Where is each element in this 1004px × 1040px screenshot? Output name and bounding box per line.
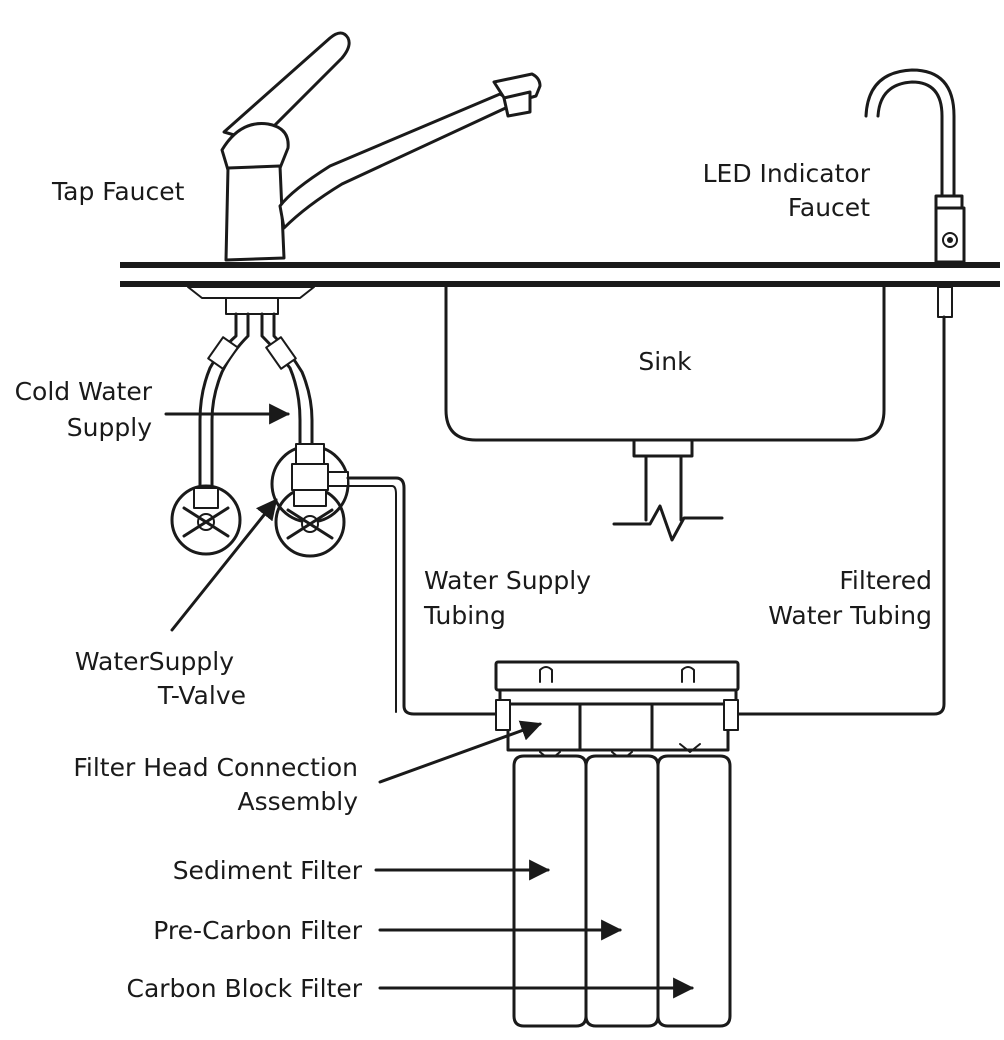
water-supply-tubing [346,476,498,716]
tap-faucet [187,31,542,315]
led-faucet-label-line1: LED Indicator [703,159,871,188]
t-valve [270,443,350,558]
countertop [120,262,1000,287]
cold-water-label-line1: Cold Water [15,377,153,406]
filter-head-assembly [494,660,740,752]
carbon-block-filter-housing [656,743,732,1028]
sink-basin [444,285,886,542]
sediment-filter-housing [512,751,588,1028]
filter-head-arrow [378,720,542,784]
water-supply-tubing-label-line2: Tubing [423,601,506,630]
tap-faucet-label: Tap Faucet [51,177,185,206]
filter-head-label-line1: Filter Head Connection [73,753,358,782]
cold-shutoff-valve [170,484,242,556]
sink-label: Sink [638,347,692,376]
filter-head-label-line2: Assembly [238,787,359,816]
filtered-tubing-label-line2: Water Tubing [768,601,932,630]
callout-arrows [164,403,695,999]
pre-carbon-filter-housing [584,751,660,1028]
sediment-filter-label: Sediment Filter [173,856,363,885]
filtered-tubing-label-line1: Filtered [839,566,932,595]
t-valve-label-line2: T-Valve [157,681,246,710]
carbon-block-filter-label: Carbon Block Filter [127,974,363,1003]
supply-hoses [198,312,314,490]
filtered-water-tubing [736,315,946,716]
cold-water-label-line2: Supply [67,413,152,442]
pre-carbon-filter-label: Pre-Carbon Filter [153,916,362,945]
water-supply-tubing-label-line1: Water Supply [424,566,591,595]
led-indicator-faucet [864,68,966,318]
t-valve-label-line1: WaterSupply [75,647,234,676]
t-valve-arrow [170,498,278,632]
led-faucet-label-line2: Faucet [788,193,870,222]
